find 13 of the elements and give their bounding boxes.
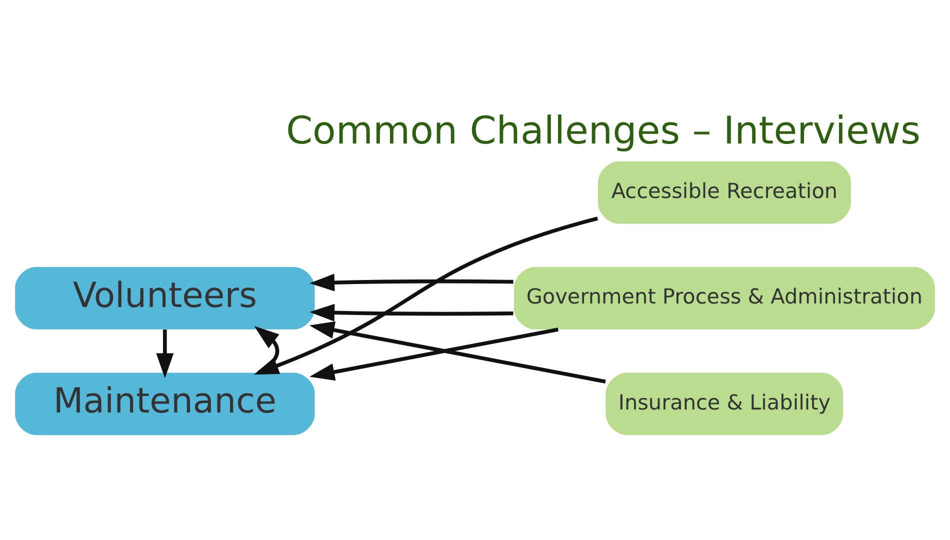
node-box: Volunteers: [15, 266, 315, 329]
arrow: [310, 327, 558, 380]
node-box: Government Process & Administration: [514, 266, 935, 329]
node-box: Insurance & Liability: [606, 372, 844, 435]
arrow: [309, 320, 606, 383]
arrow: [254, 216, 598, 374]
node-box: Maintenance: [15, 372, 315, 435]
arrow: [310, 273, 514, 291]
arrow: [156, 329, 174, 378]
arrow: [310, 303, 514, 321]
diagram-title: Common Challenges – Interviews: [286, 108, 920, 152]
node-box: Accessible Recreation: [598, 160, 851, 224]
arrow: [254, 326, 280, 374]
